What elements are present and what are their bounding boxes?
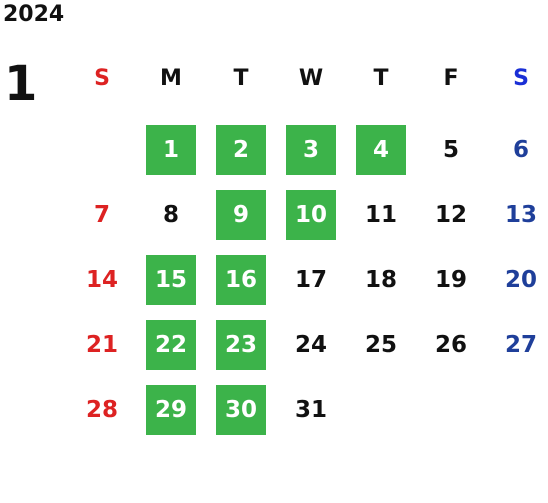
calendar-day-29[interactable]: 29 [146, 385, 196, 435]
year-label: 2024 [3, 2, 65, 27]
calendar-day-7[interactable]: 7 [93, 202, 110, 228]
calendar-day-11[interactable]: 11 [364, 202, 397, 228]
weekday-header-1: M [160, 66, 182, 91]
calendar-day-20[interactable]: 20 [504, 267, 537, 293]
calendar-day-19[interactable]: 19 [434, 267, 467, 293]
calendar-day-31[interactable]: 31 [294, 397, 327, 423]
weekday-header-6: S [513, 66, 529, 91]
calendar-day-22[interactable]: 22 [146, 320, 196, 370]
calendar-day-15[interactable]: 15 [146, 255, 196, 305]
calendar-day-10[interactable]: 10 [286, 190, 336, 240]
calendar-day-4[interactable]: 4 [356, 125, 406, 175]
calendar-day-1[interactable]: 1 [146, 125, 196, 175]
calendar-day-5[interactable]: 5 [442, 137, 459, 163]
calendar-day-24[interactable]: 24 [294, 332, 327, 358]
calendar-day-12[interactable]: 12 [434, 202, 467, 228]
calendar-day-30[interactable]: 30 [216, 385, 266, 435]
calendar-day-16[interactable]: 16 [216, 255, 266, 305]
weekday-header-4: T [373, 66, 389, 91]
calendar-day-26[interactable]: 26 [434, 332, 467, 358]
calendar-day-25[interactable]: 25 [364, 332, 397, 358]
calendar-day-27[interactable]: 27 [504, 332, 537, 358]
calendar-day-18[interactable]: 18 [364, 267, 397, 293]
calendar-day-9[interactable]: 9 [216, 190, 266, 240]
month-label: 1 [4, 56, 38, 112]
calendar-day-28[interactable]: 28 [85, 397, 118, 423]
weekday-header-3: W [298, 66, 324, 91]
calendar-day-21[interactable]: 21 [85, 332, 118, 358]
weekday-header-5: F [443, 66, 459, 91]
calendar-day-14[interactable]: 14 [85, 267, 118, 293]
calendar-day-17[interactable]: 17 [294, 267, 327, 293]
calendar-day-8[interactable]: 8 [162, 202, 179, 228]
weekday-header-0: S [94, 66, 110, 91]
calendar-day-6[interactable]: 6 [512, 137, 529, 163]
calendar-day-3[interactable]: 3 [286, 125, 336, 175]
weekday-header-2: T [233, 66, 249, 91]
calendar-day-13[interactable]: 13 [504, 202, 537, 228]
calendar-day-2[interactable]: 2 [216, 125, 266, 175]
calendar-day-23[interactable]: 23 [216, 320, 266, 370]
